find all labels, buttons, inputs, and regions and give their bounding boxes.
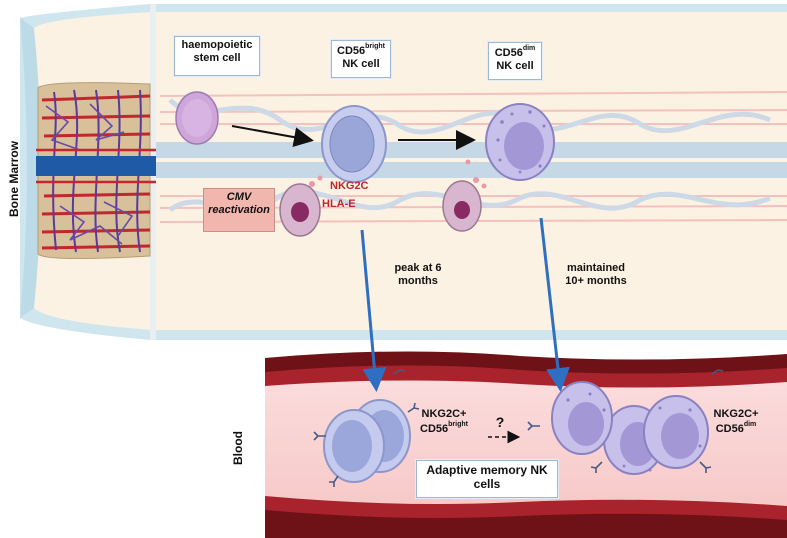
receptor-glyphs xyxy=(313,369,724,487)
cd56-bright-label: CD56bright NK cell xyxy=(331,40,391,78)
blood-bright-nk-cells xyxy=(323,399,411,483)
blood-dim-cd: CD56 xyxy=(715,423,744,436)
bone-marrow-label: Bone Marrow xyxy=(7,140,21,217)
cd56-dim-nk-cell xyxy=(485,103,555,181)
cd56-dim-superscript: dim xyxy=(522,45,536,52)
blood-dim-label: NKG2C+ CD56dim xyxy=(708,408,764,436)
cd56-bright-superscript: bright xyxy=(365,43,385,50)
blood-label: Blood xyxy=(231,431,245,465)
stem-cell xyxy=(175,91,219,145)
hla-e-label: HLA-E xyxy=(322,198,356,210)
maintained-label: maintained 10+ months xyxy=(565,262,627,288)
blood-dim-sup: dim xyxy=(743,421,757,429)
blood-bright-cd: CD56 xyxy=(420,423,449,436)
blood-bright-sup: bright xyxy=(448,421,468,429)
blood-dim-main: NKG2C+ xyxy=(713,408,759,420)
cd56-bright-nk-cell xyxy=(321,105,387,183)
cd56-bright-main: CD56 xyxy=(337,45,366,57)
differentiation-arrow-1 xyxy=(231,125,314,148)
blood-dim-nk-cells xyxy=(551,381,709,475)
blood-bright-label: NKG2C+ CD56bright xyxy=(414,408,474,436)
infected-cell-right xyxy=(442,159,487,232)
peak-label: peak at 6 months xyxy=(394,262,442,288)
cd56-dim-label: CD56dim NK cell xyxy=(488,42,542,80)
cmv-reactivation-box: CMV reactivation xyxy=(203,188,275,232)
cd56-bright-sub: NK cell xyxy=(342,58,380,71)
blood-bright-main: NKG2C+ xyxy=(421,408,467,420)
question-mark: ? xyxy=(495,414,505,430)
bone-vessel-mesh xyxy=(36,89,156,253)
stem-cell-label: haemopoietic stem cell xyxy=(174,36,260,76)
cd56-dim-sub: NK cell xyxy=(496,60,534,73)
adaptive-memory-box: Adaptive memory NK cells xyxy=(416,460,558,498)
nkg2c-label: NKG2C xyxy=(330,180,369,192)
cd56-dim-main: CD56 xyxy=(494,47,523,59)
migration-arrow-dim xyxy=(539,217,570,392)
infected-cell-left xyxy=(279,175,323,237)
migration-arrow-bright xyxy=(360,229,387,392)
